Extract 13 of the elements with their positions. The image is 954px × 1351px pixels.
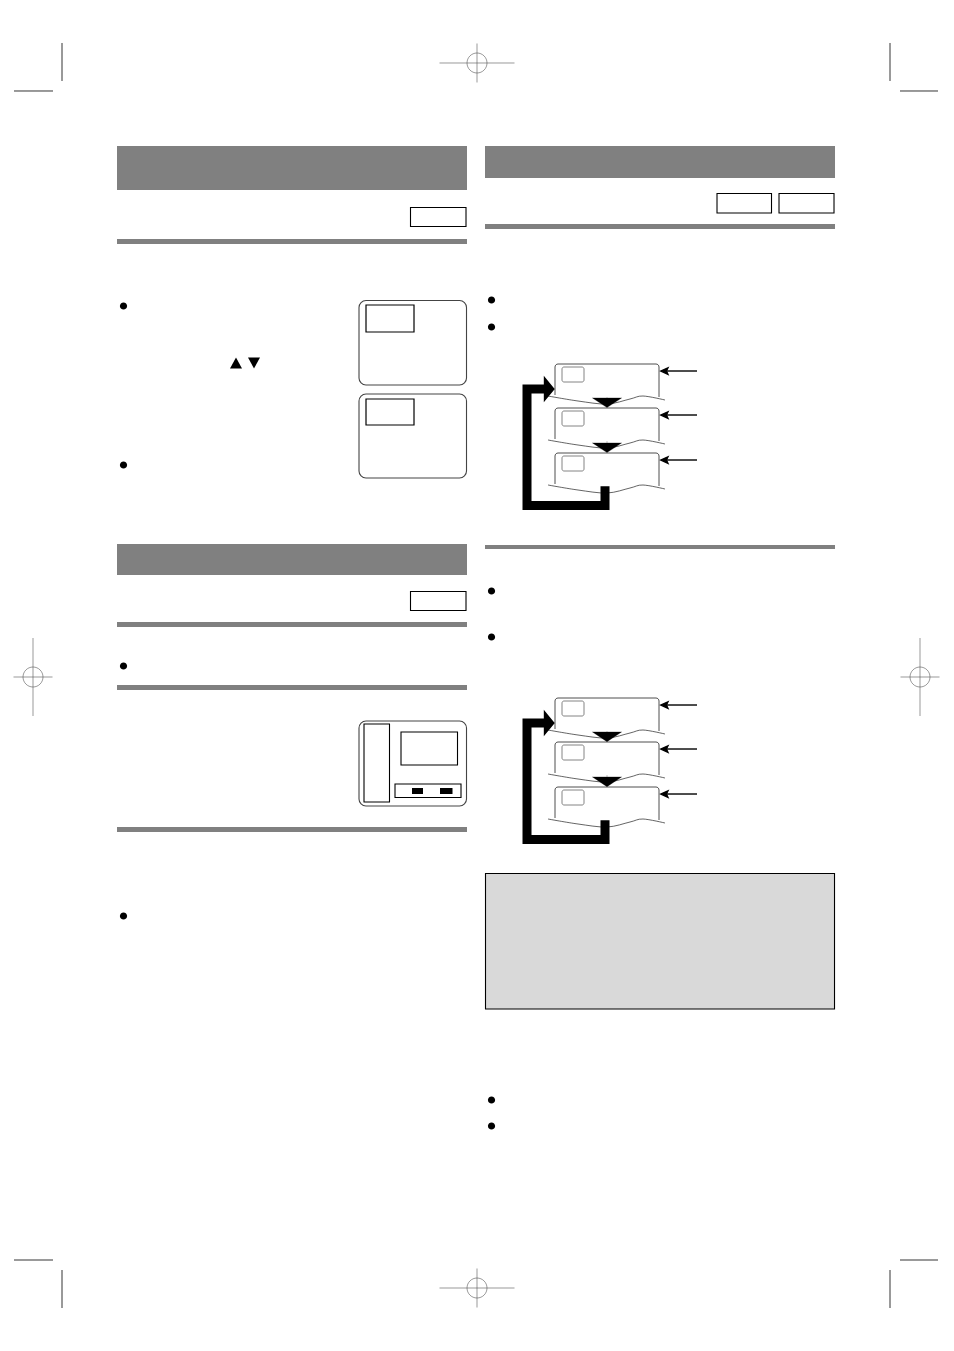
note-box bbox=[484, 872, 836, 1010]
screen-panel bbox=[547, 363, 666, 405]
arrow bbox=[592, 397, 622, 408]
screen-panel bbox=[547, 452, 666, 494]
loop-arrow bbox=[522, 375, 610, 510]
screen-panel bbox=[547, 407, 666, 449]
loop-arrow bbox=[522, 709, 610, 844]
arrow bbox=[592, 731, 622, 742]
arrow bbox=[592, 775, 622, 787]
screen-panel bbox=[547, 741, 666, 783]
screen-panel bbox=[547, 697, 666, 739]
arrow bbox=[592, 441, 622, 453]
screen-panel bbox=[547, 786, 666, 828]
